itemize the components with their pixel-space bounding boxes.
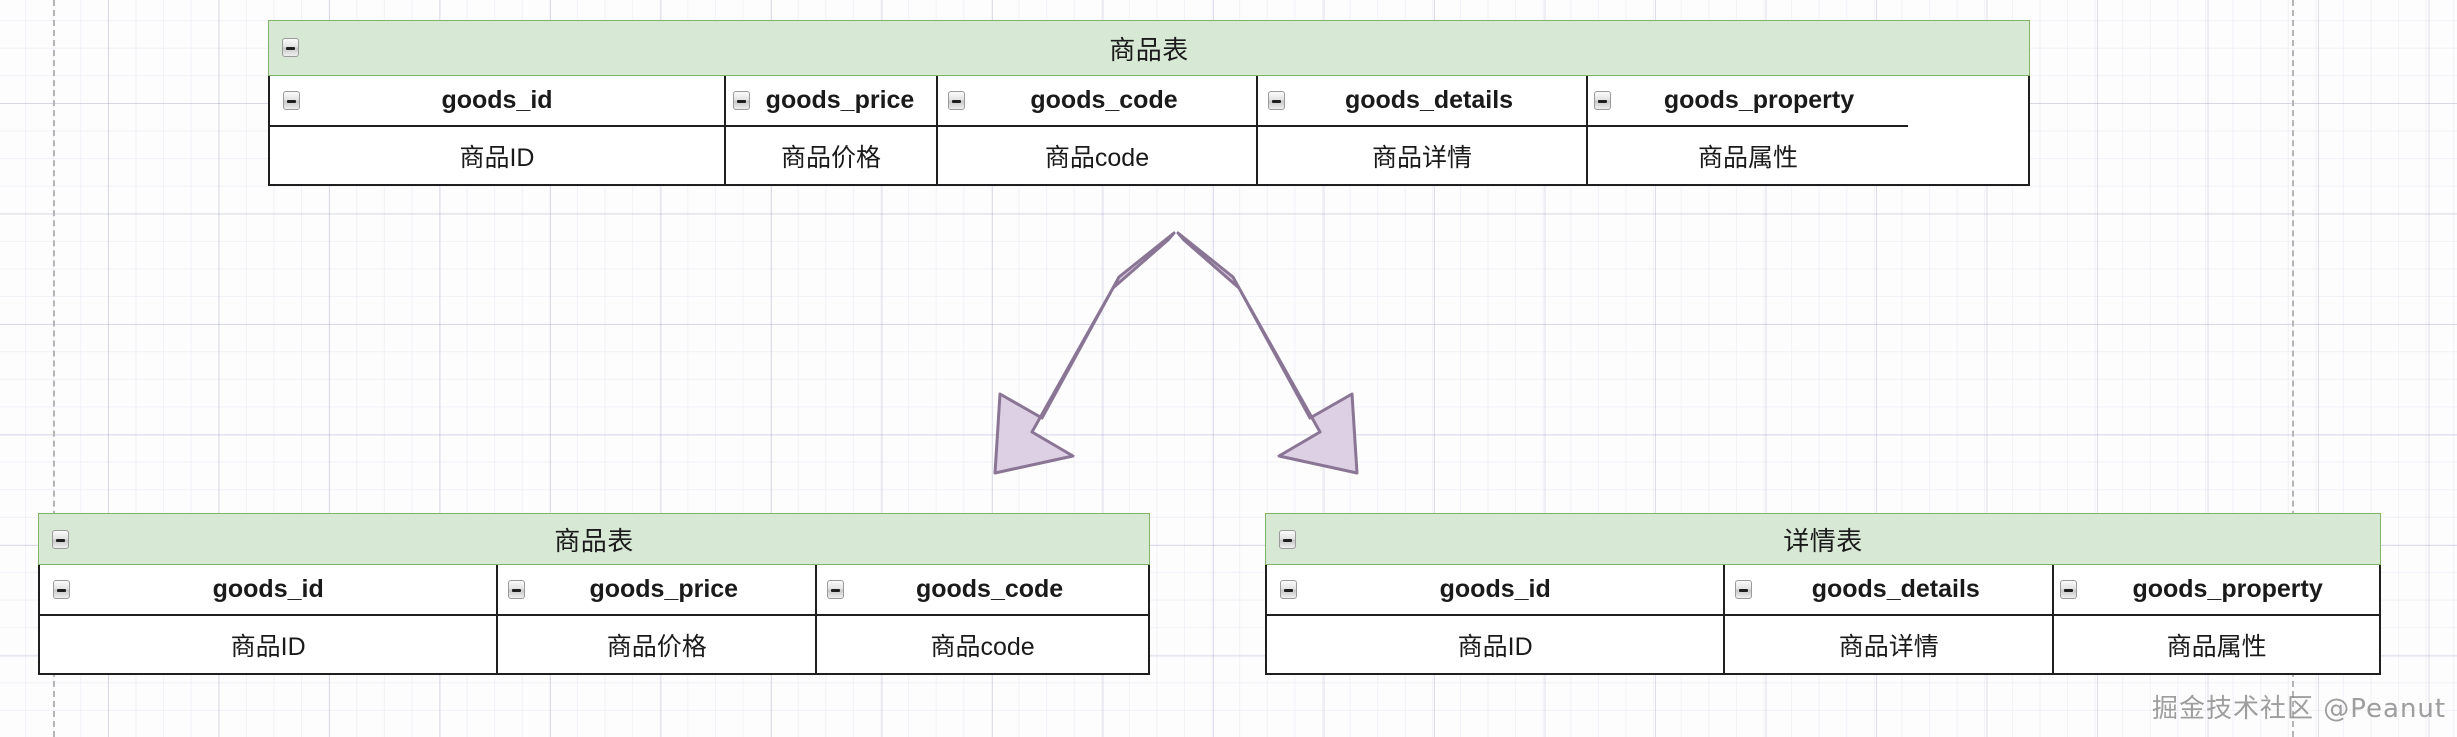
collapse-minus-icon[interactable] <box>733 91 750 110</box>
arrow-split-right <box>1176 231 1359 475</box>
column-name-cell: goods_code <box>817 565 1148 616</box>
collapse-minus-icon[interactable] <box>1279 530 1296 549</box>
column-name-text: goods_id <box>441 86 553 114</box>
table-column-goods-details[interactable]: goods_details 商品详情 <box>1258 76 1588 184</box>
column-value-cell: 商品详情 <box>1371 143 1472 172</box>
table-column-goods-id[interactable]: goods_id 商品ID <box>40 565 499 673</box>
column-name-cell: goods_details <box>1258 76 1586 127</box>
column-name-cell: goods_details <box>1725 565 2053 616</box>
collapse-minus-icon[interactable] <box>2060 580 2078 599</box>
column-name-text: goods_price <box>765 86 915 114</box>
watermark-text: 掘金技术社区 @Peanut <box>2152 694 2447 724</box>
collapse-minus-icon[interactable] <box>1268 91 1285 110</box>
collapse-minus-icon[interactable] <box>53 580 70 599</box>
column-name-cell: goods_price <box>726 76 936 127</box>
table-header-bar: 详情表 <box>1265 513 2381 565</box>
column-name-text: goods_property <box>2132 575 2323 603</box>
page-break-line-right <box>2292 0 2294 737</box>
collapse-minus-icon[interactable] <box>282 38 299 57</box>
table-header-bar: 商品表 <box>268 20 2030 76</box>
column-name-cell: goods_id <box>270 76 724 127</box>
table-column-goods-price[interactable]: goods_price 商品价格 <box>726 76 938 184</box>
column-name-text: goods_code <box>915 575 1064 603</box>
column-name-cell: goods_price <box>498 565 816 616</box>
column-name-text: goods_id <box>1439 575 1551 603</box>
table-column-goods-property[interactable]: goods_property 商品属性 <box>2054 565 2379 673</box>
collapse-minus-icon[interactable] <box>948 91 965 110</box>
column-name-text: goods_details <box>1811 575 1980 603</box>
table-title: 商品表 <box>1109 34 1189 65</box>
column-name-cell: goods_id <box>40 565 497 616</box>
collapse-minus-icon[interactable] <box>1735 580 1753 599</box>
column-name-text: goods_price <box>589 575 739 603</box>
column-name-text: goods_property <box>1663 86 1855 114</box>
entity-table-source-goods[interactable]: 商品表 goods_id 商品ID goods_price 商品价格 <box>268 20 2030 186</box>
table-column-goods-id[interactable]: goods_id 商品ID <box>1267 565 1726 673</box>
table-column-goods-code[interactable]: goods_code 商品code <box>817 565 1148 673</box>
collapse-minus-icon[interactable] <box>508 580 526 599</box>
column-value-cell: 商品属性 <box>2166 632 2267 661</box>
table-title: 商品表 <box>554 525 634 556</box>
column-name-cell: goods_code <box>938 76 1256 127</box>
column-name-cell: goods_id <box>1267 565 1724 616</box>
table-column-goods-id[interactable]: goods_id 商品ID <box>270 76 726 184</box>
column-name-text: goods_code <box>1030 86 1178 114</box>
table-columns-row: goods_id 商品ID goods_price 商品价格 goods_cod… <box>38 565 1150 675</box>
table-header-bar: 商品表 <box>38 513 1150 565</box>
table-column-goods-details[interactable]: goods_details 商品详情 <box>1725 565 2055 673</box>
collapse-minus-icon[interactable] <box>1280 580 1297 599</box>
column-value-cell: 商品详情 <box>1838 632 1939 661</box>
table-column-goods-price[interactable]: goods_price 商品价格 <box>498 565 818 673</box>
entity-table-result-goods[interactable]: 商品表 goods_id 商品ID goods_price 商品价格 <box>38 513 1150 675</box>
page-break-line-left <box>53 0 55 737</box>
table-column-goods-property[interactable]: goods_property 商品属性 <box>1588 76 1908 184</box>
column-value-cell: 商品ID <box>230 632 306 661</box>
collapse-minus-icon[interactable] <box>1594 91 1611 110</box>
column-value-cell: 商品属性 <box>1697 143 1798 172</box>
column-value-cell: 商品ID <box>1457 632 1533 661</box>
collapse-minus-icon[interactable] <box>283 91 300 110</box>
column-value-cell: 商品code <box>930 632 1035 661</box>
column-name-text: goods_id <box>212 575 324 603</box>
column-value-cell: 商品code <box>1044 143 1150 172</box>
table-title: 详情表 <box>1783 525 1863 556</box>
arrow-split-left <box>993 231 1176 475</box>
table-column-goods-code[interactable]: goods_code 商品code <box>938 76 1258 184</box>
column-value-cell: 商品价格 <box>606 632 707 661</box>
column-name-cell: goods_property <box>2054 565 2379 616</box>
table-columns-row: goods_id 商品ID goods_details 商品详情 goods_p… <box>1265 565 2381 675</box>
column-name-cell: goods_property <box>1588 76 1908 127</box>
column-value-cell: 商品ID <box>459 143 535 172</box>
column-value-cell: 商品价格 <box>780 143 881 172</box>
collapse-minus-icon[interactable] <box>827 580 845 599</box>
table-columns-row: goods_id 商品ID goods_price 商品价格 goods_cod… <box>268 76 2030 186</box>
collapse-minus-icon[interactable] <box>52 530 69 549</box>
column-name-text: goods_details <box>1344 86 1514 114</box>
entity-table-result-details[interactable]: 详情表 goods_id 商品ID goods_details 商品详情 <box>1265 513 2381 675</box>
